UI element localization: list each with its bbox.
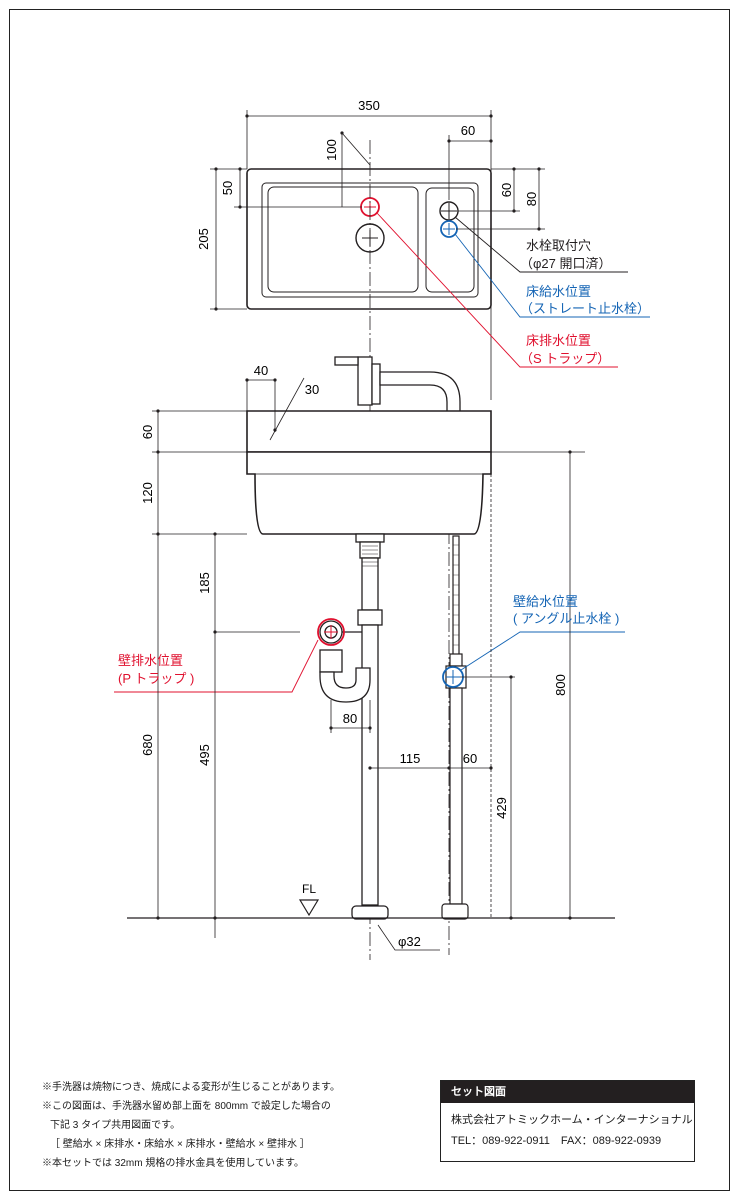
- dim-495: 495: [197, 744, 212, 766]
- contact-info: TEL：089-922-0911 FAX：089-922-0939: [451, 1135, 662, 1147]
- wall-supply-note: ( アングル止水栓 ): [513, 611, 619, 626]
- dim-120: 120: [140, 482, 155, 504]
- dim-205: 205: [196, 228, 211, 250]
- drain-pipe: [319, 533, 389, 920]
- dim-phi32: φ32: [398, 934, 421, 949]
- front-dimension-ticks: [156, 378, 572, 920]
- top-view: [246, 168, 492, 310]
- floor-supply-leader: [454, 233, 650, 318]
- supply-pipe: [441, 535, 469, 920]
- basin-bowl-top: [267, 186, 419, 293]
- floor-supply-note: （ストレート止水栓）: [520, 301, 650, 316]
- basin-deck-top: [425, 187, 475, 293]
- dim-429: 429: [494, 797, 509, 819]
- dim-50: 50: [220, 181, 235, 195]
- note-line: ［ 壁給水 × 床排水・床給水 × 床排水・壁給水 × 壁排水 ］: [50, 1139, 310, 1150]
- note-line: ※本セットでは 32mm 規格の排水金具を使用しています。: [42, 1158, 305, 1169]
- pipe-threads: [362, 545, 378, 567]
- dim-30: 30: [305, 382, 319, 397]
- supply-hose-ridges: [453, 544, 459, 646]
- note-line: 下記 3 タイプ共用図面です。: [50, 1120, 181, 1131]
- dim-100: 100: [324, 139, 339, 161]
- note-line: ※この図面は、手洗器水留め部上面を 800mm で設定した場合の: [42, 1101, 331, 1112]
- company-name: 株式会社アトミックホーム・インターナショナル: [451, 1114, 693, 1126]
- drawing-frame: [9, 9, 730, 1191]
- dim-80-right: 80: [524, 192, 539, 206]
- wall-supply-leader: [460, 631, 625, 671]
- wall-drain-label: 壁排水位置: [118, 653, 183, 668]
- dim-185: 185: [197, 572, 212, 594]
- basin-front: [246, 410, 492, 535]
- wall-drain-leader: [114, 639, 319, 693]
- basin-outer-top: [246, 168, 492, 310]
- faucet-hole-label: 水栓取付穴: [526, 238, 591, 253]
- note-line: ※手洗器は焼物につき、焼成による変形が生じることがあります。: [42, 1082, 340, 1093]
- floor-supply-label: 床給水位置: [526, 284, 591, 299]
- top-dimension-lines: [210, 110, 545, 400]
- faucet-hole-leader: [454, 216, 628, 273]
- dim-40: 40: [254, 363, 268, 378]
- wall-drain-position-marker: [317, 618, 345, 646]
- front-callouts: 壁給水位置 ( アングル止水栓 ) 壁排水位置 (P トラップ ): [118, 594, 619, 686]
- top-dimension-ticks: [214, 114, 541, 311]
- dim-115: 115: [400, 751, 421, 766]
- dim-60-top: 60: [461, 123, 475, 138]
- fl-label: FL: [302, 882, 316, 896]
- dim-60-supply: 60: [463, 751, 477, 766]
- faucet-hole-note: （φ27 開口済）: [520, 256, 612, 271]
- dim-60-right: 60: [499, 183, 514, 197]
- dim-800: 800: [553, 674, 568, 696]
- top-callouts: 水栓取付穴 （φ27 開口済） 床給水位置 （ストレート止水栓） 床排水位置 （…: [520, 238, 650, 366]
- wall-drain-note: (P トラップ ): [118, 671, 194, 686]
- title-box: セット図面 株式会社アトミックホーム・インターナショナル TEL：089-922…: [440, 1080, 695, 1162]
- dim-60-rim: 60: [140, 425, 155, 439]
- notes-block: ※手洗器は焼物につき、焼成による変形が生じることがあります。 ※この図面は、手洗…: [42, 1078, 422, 1173]
- dim-350: 350: [358, 98, 380, 113]
- dim-680: 680: [140, 734, 155, 756]
- dim-80-trap: 80: [343, 711, 357, 726]
- fl-symbol: [298, 899, 320, 917]
- floor-drain-note: （S トラップ）: [520, 351, 610, 366]
- floor-drain-label: 床排水位置: [526, 333, 591, 348]
- floor-drain-leader: [376, 212, 618, 368]
- wall-supply-label: 壁給水位置: [513, 594, 578, 609]
- title-box-heading: セット図面: [441, 1081, 694, 1103]
